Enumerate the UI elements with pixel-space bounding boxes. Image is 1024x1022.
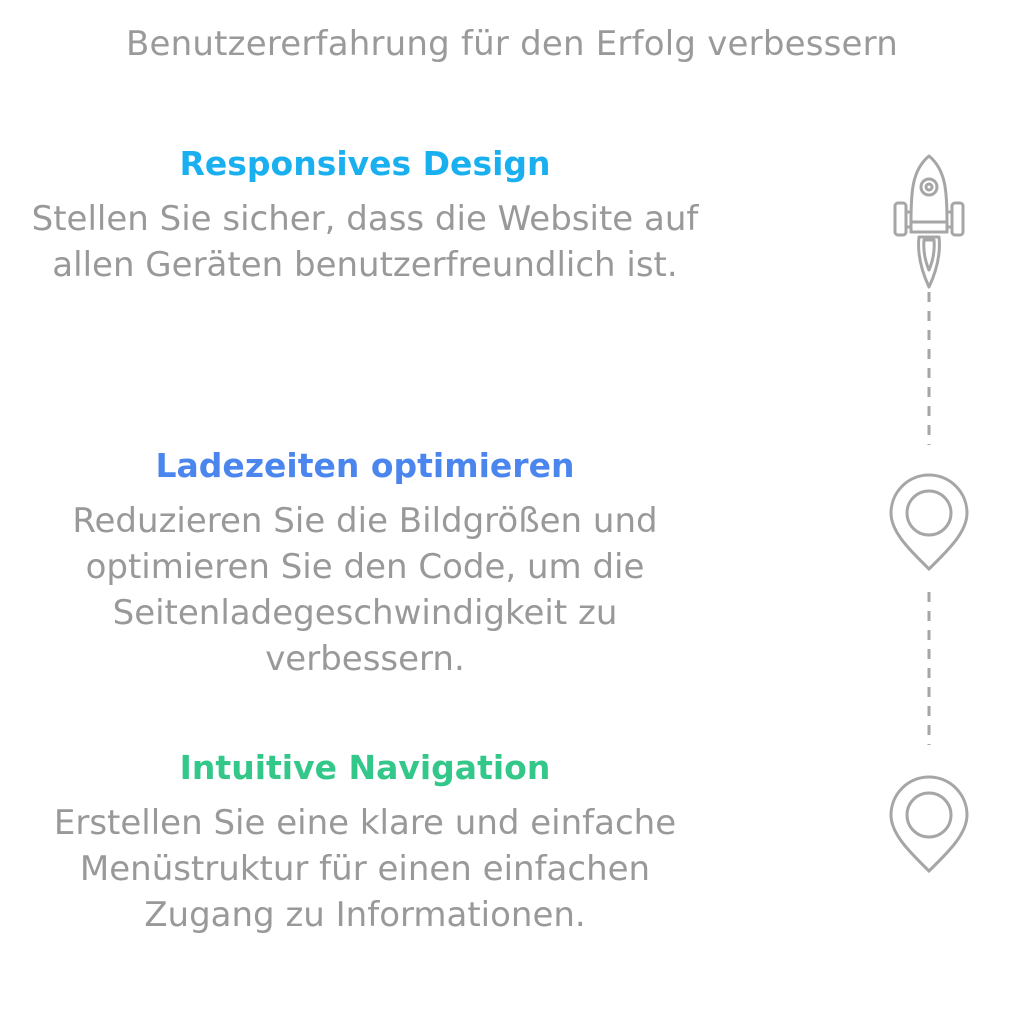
step-navigation: Intuitive Navigation Erstellen Sie eine …	[20, 746, 710, 938]
step-description: Erstellen Sie eine klare und einfache Me…	[53, 803, 677, 935]
step-description: Stellen Sie sicher, dass die Website auf…	[31, 199, 699, 285]
rocket-icon	[893, 154, 965, 289]
step-heading: Intuitive Navigation	[179, 748, 551, 787]
map-pin-icon	[889, 473, 969, 572]
step-description: Reduzieren Sie die Bildgrößen und optimi…	[72, 501, 658, 679]
page-title: Benutzererfahrung für den Erfolg verbess…	[125, 24, 898, 64]
step-heading: Ladezeiten optimieren	[155, 446, 575, 485]
step-heading: Responsives Design	[179, 144, 551, 183]
step-responsive-design: Responsives Design Stellen Sie sicher, d…	[20, 142, 710, 288]
step-load-times: Ladezeiten optimieren Reduzieren Sie die…	[20, 444, 710, 682]
timeline	[889, 154, 969, 874]
map-pin-icon	[889, 775, 969, 874]
